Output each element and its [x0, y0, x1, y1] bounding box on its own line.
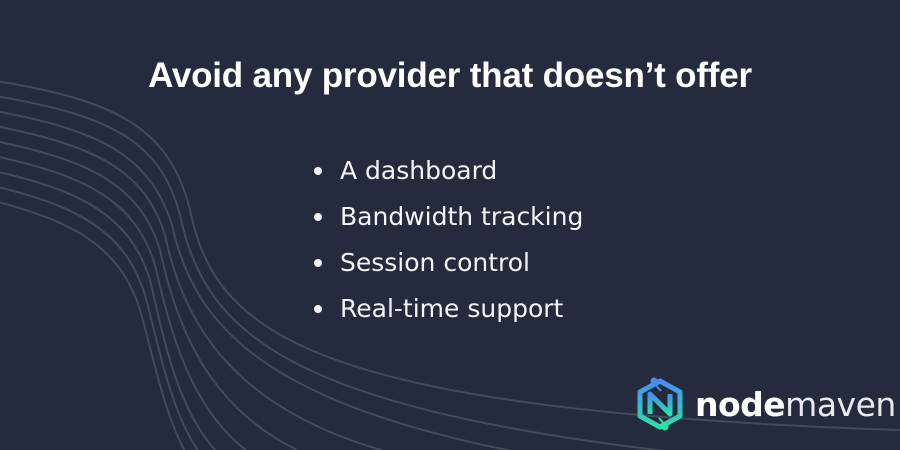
slide-title: Avoid any provider that doesn’t offer [148, 56, 752, 95]
bullet-icon [314, 213, 322, 221]
list-item: Real-time support [312, 286, 583, 332]
brand-name-light: maven [785, 384, 896, 424]
bullet-icon [314, 167, 322, 175]
list-item-label: Bandwidth tracking [340, 202, 584, 231]
list-item: Session control [312, 240, 583, 286]
list-item-label: A dashboard [340, 156, 498, 185]
feature-list: A dashboard Bandwidth tracking Session c… [312, 148, 583, 332]
nodemaven-hexagon-n-icon [637, 377, 683, 431]
brand-name-bold: node [695, 384, 786, 424]
list-item-label: Session control [340, 248, 530, 277]
list-item: A dashboard [312, 148, 583, 194]
list-item-label: Real-time support [340, 294, 564, 323]
bullet-icon [314, 305, 322, 313]
brand-logo: nodemaven [635, 376, 896, 432]
brand-wordmark: nodemaven [695, 388, 896, 421]
list-item: Bandwidth tracking [312, 194, 583, 240]
bullet-icon [314, 259, 322, 267]
